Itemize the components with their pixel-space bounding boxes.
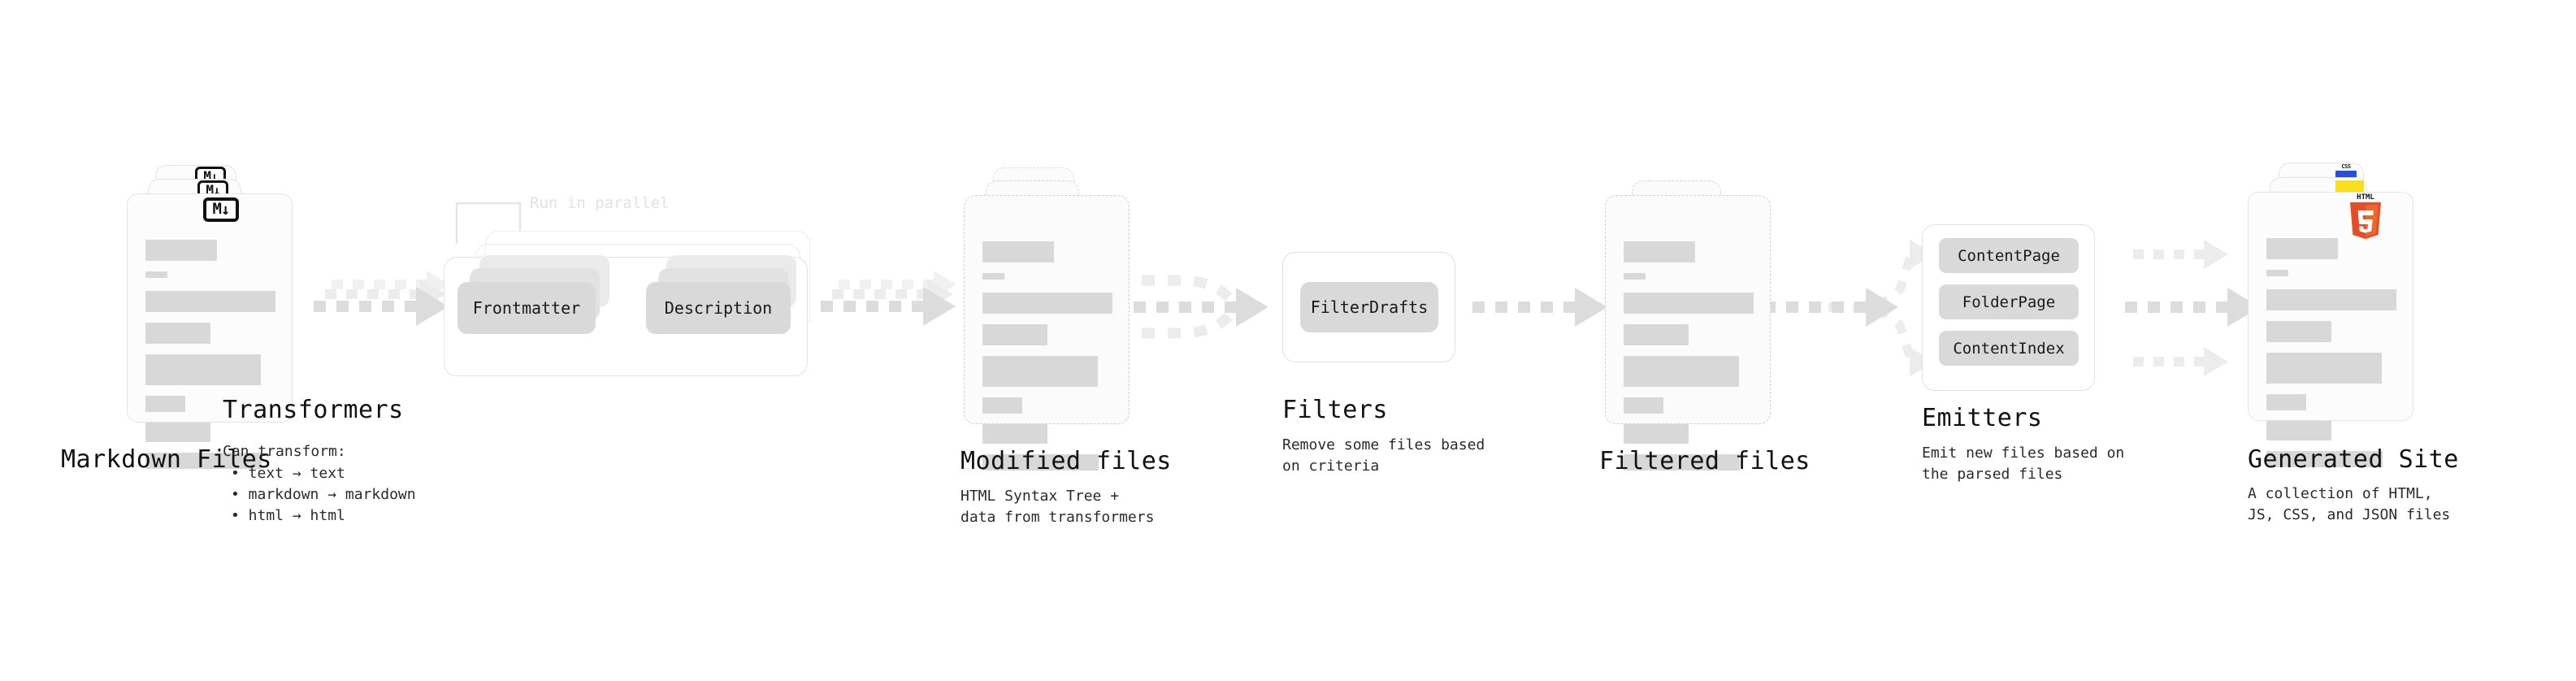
contentindex-chip[interactable]: ContentIndex [1939,331,2079,366]
filters-subtitle: Remove some files based on criteria [1282,436,1485,475]
markdown-skeleton [128,194,292,469]
html5-icon-wordmark: HTML [2357,193,2374,202]
transformers-bullet-1: • markdown → markdown [231,486,416,503]
folderpage-chip[interactable]: FolderPage [1939,284,2079,319]
markdown-icon-front: M↓ [203,197,239,222]
html5-icon: HTML [2347,193,2384,241]
description-chip[interactable]: Description [646,282,791,334]
css-icon: CSS [2335,163,2357,178]
modified-skeleton [965,196,1129,471]
arrow-transformers-to-modified [821,271,956,326]
emitters-title: Emitters [1922,404,2043,432]
arrow-filtered-to-emitters [1763,240,1934,376]
modified-card-front [964,195,1130,471]
modified-files-subtitle: HTML Syntax Tree + data from transformer… [961,488,1155,526]
css-icon-label: CSS [2341,163,2351,170]
generated-site-title: Generated Site [2248,445,2459,474]
frontmatter-chip[interactable]: Frontmatter [458,282,596,334]
generated-site-subtitle: A collection of HTML, JS, CSS, and JSON … [2248,485,2451,523]
filtered-card-front [1605,195,1771,471]
transformers-subtitle: Can transform: [223,443,346,460]
contentpage-chip[interactable]: ContentPage [1939,238,2079,273]
filterdrafts-chip[interactable]: FilterDrafts [1300,282,1438,332]
filtered-files-title: Filtered files [1599,447,1811,475]
run-in-parallel-label: Run in parallel [530,194,670,212]
generated-skeleton [2249,193,2413,467]
arrow-markdown-to-transformers [314,271,449,326]
arrow-filters-to-filtered [1472,288,1607,327]
generated-card-front [2248,192,2413,467]
transformers-title: Transformers [223,396,404,424]
markdown-card-front [127,193,293,469]
arrow-modified-to-filters [1134,275,1268,339]
filtered-skeleton [1606,196,1770,471]
transformers-bullets: • text → text • markdown → markdown • ht… [231,463,416,527]
modified-files-title: Modified files [961,447,1172,475]
emitters-subtitle: Emit new files based on the parsed files [1922,445,2125,483]
transformers-bullet-0: • text → text [231,465,345,482]
markdown-files-title: Markdown Files [61,445,272,474]
arrow-emitters-to-site [2125,240,2260,376]
filters-title: Filters [1282,396,1388,424]
transformers-bullet-2: • html → html [231,507,345,524]
